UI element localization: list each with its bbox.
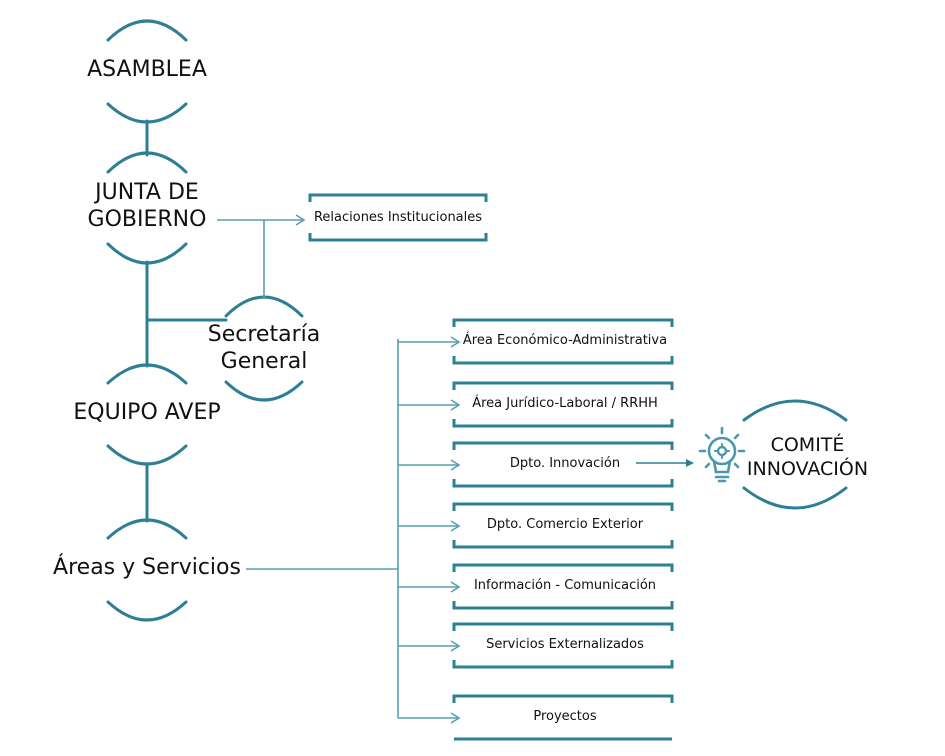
- areas-bottom-arc: [106, 600, 188, 622]
- secretaria-label-line1: Secretaría: [207, 322, 321, 347]
- asamblea-node: ASAMBLEA: [67, 57, 227, 84]
- dept-label: Área Jurídico-Laboral / RRHH: [472, 396, 658, 411]
- comite-label-line1: COMITÉ: [770, 434, 845, 456]
- equipo-bottom-arc: [106, 444, 188, 466]
- junta-bottom-arc: [106, 242, 188, 265]
- lightbulb-gear-icon: [698, 426, 746, 483]
- asamblea-top-arc: [106, 19, 188, 42]
- dept-label: Servicios Externalizados: [486, 637, 644, 652]
- relaciones-box-top: [308, 193, 488, 202]
- dept-box: Área Jurídico-Laboral / RRHH: [458, 396, 672, 411]
- relaciones-label: Relaciones Institucionales: [313, 210, 483, 225]
- dept-box: Proyectos: [458, 709, 672, 724]
- equipo-node: EQUIPO AVEP: [47, 400, 247, 427]
- areas-node: Áreas y Servicios: [40, 555, 254, 582]
- secretaria-top-arc: [224, 295, 304, 318]
- dept-box-bottom-bracket: [452, 356, 674, 365]
- comite-node: COMITÉ INNOVACIÓN: [745, 434, 870, 482]
- dept-box-top-bracket: [452, 563, 674, 572]
- dept-label: Proyectos: [533, 709, 597, 724]
- dept-arrowhead: [450, 459, 461, 471]
- relaciones-box-bottom: [308, 233, 488, 242]
- asamblea-bottom-arc: [106, 102, 188, 124]
- dept-box-bottom-bracket: [452, 601, 674, 610]
- dept-box-top-bracket: [452, 318, 674, 327]
- dept-box-bottom-bracket: [452, 540, 674, 549]
- dept-label: Información - Comunicación: [473, 578, 657, 593]
- asamblea-label: ASAMBLEA: [87, 57, 207, 82]
- dept-box: Dpto. Comercio Exterior: [458, 517, 672, 532]
- dept-arrowhead: [450, 520, 461, 532]
- dept-box-bottom-bracket: [452, 660, 674, 669]
- secretaria-node: Secretaría General: [184, 322, 344, 376]
- dept-box-bottom-bracket: [452, 419, 674, 428]
- comite-top-arc: [742, 399, 848, 422]
- junta-node: JUNTA DE GOBIERNO: [57, 180, 237, 234]
- dept-arrowhead: [450, 640, 461, 652]
- relaciones-box: Relaciones Institucionales: [310, 210, 486, 225]
- dept-arrowhead: [450, 712, 461, 724]
- dept-label: Área Económico-Administrativa: [462, 333, 668, 348]
- dept-label: Dpto. Comercio Exterior: [486, 517, 644, 532]
- dept-arrowhead: [450, 336, 461, 348]
- secretaria-label-line2: General: [220, 348, 308, 374]
- dept-box: Área Económico-Administrativa: [458, 333, 672, 348]
- dept-arrowhead: [450, 399, 461, 411]
- dept-label: Dpto. Innovación: [509, 456, 621, 471]
- equipo-label: EQUIPO AVEP: [73, 400, 221, 425]
- junta-label-line2: GOBIERNO: [87, 206, 207, 232]
- innovacion-arrowhead: [686, 459, 694, 467]
- dept-arrowhead: [450, 581, 461, 593]
- junta-label-line1: JUNTA DE: [95, 180, 199, 205]
- secretaria-bottom-arc: [224, 380, 304, 402]
- dept-box-bottom-bracket: [452, 479, 674, 488]
- dept-box-top-bracket: [452, 502, 674, 511]
- equipo-top-arc: [106, 363, 188, 385]
- dept-box-top-bracket: [452, 694, 674, 703]
- dept-box-top-bracket: [452, 381, 674, 390]
- comite-label-line2: INNOVACIÓN: [746, 457, 869, 480]
- areas-label: Áreas y Servicios: [53, 555, 241, 580]
- comite-bottom-arc: [742, 486, 848, 510]
- dept-box-top-bracket: [452, 622, 674, 631]
- dept-box: Servicios Externalizados: [458, 637, 672, 652]
- dept-box-top-bracket: [452, 441, 674, 450]
- areas-top-arc: [106, 518, 188, 540]
- dept-box: Información - Comunicación: [458, 578, 672, 593]
- dept-box: Dpto. Innovación: [458, 456, 672, 471]
